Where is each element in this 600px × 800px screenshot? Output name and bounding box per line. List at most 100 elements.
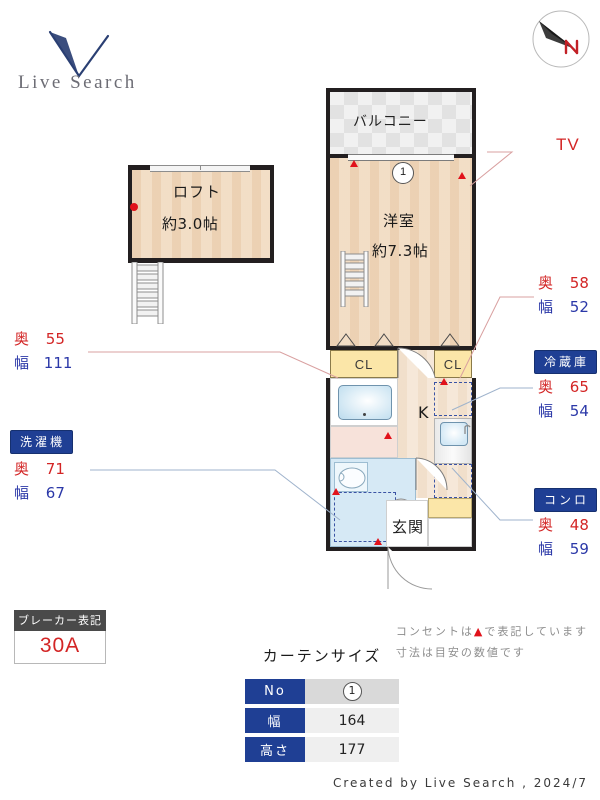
closet-left-label: CL	[354, 356, 374, 372]
callout-stove-width: 幅 59	[538, 538, 589, 559]
entrance-area	[386, 500, 428, 547]
bath-floor	[330, 426, 398, 458]
curtain-row-no-header: No	[245, 679, 305, 704]
outlet-marker-room-left	[350, 160, 358, 167]
loft-name: ロフト	[173, 183, 222, 201]
curtain-row-width-value: 164	[305, 708, 399, 733]
brand-name: Live Search	[18, 72, 137, 93]
curtain-marker-1: 1	[392, 162, 414, 184]
service-wall-left	[326, 378, 330, 551]
washer-depth-key: 奥	[14, 460, 30, 478]
room-wall-left	[326, 158, 330, 350]
outlet-marker-toilet	[374, 538, 382, 545]
leader-tv	[469, 151, 514, 187]
service-wall-right	[472, 378, 476, 551]
fridge-depth-key: 奥	[538, 378, 554, 396]
callout-stove-tag: コンロ	[534, 488, 598, 512]
bathtub-drain-icon	[363, 413, 366, 416]
closet-right-label: CL	[443, 356, 463, 372]
kitchen-name: K	[418, 403, 430, 422]
callout-fridge-width: 幅 54	[538, 400, 589, 421]
note-outlet-pre: コンセントは	[395, 625, 474, 638]
curtain-row-width-header: 幅	[245, 708, 305, 733]
fridge-depth-value: 65	[569, 378, 589, 396]
callout-washer-tag: 洗濯機	[10, 430, 74, 454]
curtain-row-height-header: 高さ	[245, 737, 305, 762]
callout-washer-depth: 奥 71	[14, 458, 65, 479]
callout-closet-right-width: 幅 52	[538, 296, 589, 317]
fridge-width-key: 幅	[538, 402, 554, 420]
entrance-hall	[428, 518, 472, 547]
note-line-1: コンセントは▲で表記しています	[396, 622, 588, 643]
loft-ladder-icon	[131, 262, 164, 324]
balcony-wall-right	[472, 88, 476, 158]
credit-line: Created by Live Search , 2024/7	[332, 776, 588, 790]
closet-left-depth-value: 55	[45, 330, 65, 348]
room-wall-right	[472, 158, 476, 350]
outlet-marker-room-right	[458, 172, 466, 179]
kitchen-sink-icon	[440, 422, 468, 446]
callout-closet-left-width: 幅 111	[14, 352, 72, 373]
stove-depth-value: 48	[569, 516, 589, 534]
hanger-icon-left-a	[336, 333, 356, 347]
note-line-2: 寸法は目安の数値です	[395, 645, 526, 659]
callout-closet-left-depth: 奥 55	[14, 328, 65, 349]
floorplan-main: バルコニー 1 洋室 約7.3帖	[326, 88, 476, 590]
western-room-size: 約7.3帖	[372, 242, 429, 260]
fridge-width-value: 54	[569, 402, 589, 420]
washer-width-key: 幅	[14, 484, 30, 502]
entrance-name: 玄関	[392, 518, 425, 536]
loft-size: 約3.0帖	[162, 215, 219, 233]
stove-width-value: 59	[569, 540, 589, 558]
callout-fridge-tag: 冷蔵庫	[534, 350, 598, 374]
balcony-sliding-door-glass	[348, 154, 454, 161]
closet-right-depth-key: 奥	[538, 274, 554, 292]
breaker-title: ブレーカー表記	[14, 610, 106, 631]
closet-left: CL	[330, 350, 398, 378]
balcony-name: バルコニー	[353, 114, 428, 130]
outlet-marker-kitchen	[384, 432, 392, 439]
outlet-triangle-icon: ▲	[473, 625, 485, 638]
outlet-marker-loft	[130, 203, 138, 211]
note-outlet-post: で表記しています	[484, 625, 588, 638]
legend-notes: コンセントは▲で表記しています 寸法は目安の数値です	[396, 622, 588, 664]
washroom-door-swing-icon	[415, 457, 448, 491]
curtain-title: カーテンサイズ	[262, 647, 382, 665]
stove-depth-key: 奥	[538, 516, 554, 534]
room-loft-ladder-icon	[340, 251, 369, 307]
shoebox	[428, 498, 472, 518]
room-wall-top-right	[454, 154, 476, 158]
table-row: 幅 164	[245, 708, 399, 733]
washbasin-icon	[338, 467, 366, 489]
western-room-floor	[330, 158, 472, 346]
callout-washer-width: 幅 67	[14, 482, 65, 503]
washer-depth-value: 71	[45, 460, 65, 478]
callout-tv-label: TV	[556, 135, 580, 154]
callout-stove-depth: 奥 48	[538, 514, 589, 535]
hanger-icon-right	[440, 333, 460, 347]
western-room-name: 洋室	[383, 212, 416, 230]
loft-block: ロフト 約3.0帖	[128, 165, 274, 263]
closet-right-depth-value: 58	[569, 274, 589, 292]
curtain-size-table: カーテンサイズ No 1 幅 164 高さ 177	[245, 645, 399, 766]
stove-width-key: 幅	[538, 540, 554, 558]
leader-closet-left	[88, 351, 339, 379]
logo-checkmark-icon	[48, 30, 110, 78]
room-wall-top-left	[326, 154, 348, 158]
closet-right-width-value: 52	[569, 298, 589, 316]
brand-logo: Live Search	[18, 30, 168, 100]
breaker-box: ブレーカー表記 30A	[14, 610, 106, 664]
loft-wall-left	[128, 165, 132, 263]
closet-left-width-key: 幅	[14, 354, 30, 372]
compass-icon	[530, 8, 592, 70]
leader-washer	[90, 469, 341, 521]
outlet-marker-fridge	[440, 378, 448, 385]
washer-width-value: 67	[45, 484, 65, 502]
curtain-row-no-value: 1	[305, 679, 399, 704]
service-wall-bottom	[326, 547, 476, 551]
balcony-floor	[330, 91, 472, 154]
balcony-wall-left	[326, 88, 330, 158]
balcony-wall-top	[326, 88, 476, 92]
breaker-value: 30A	[14, 631, 106, 664]
outlet-marker-washroom	[332, 488, 340, 495]
